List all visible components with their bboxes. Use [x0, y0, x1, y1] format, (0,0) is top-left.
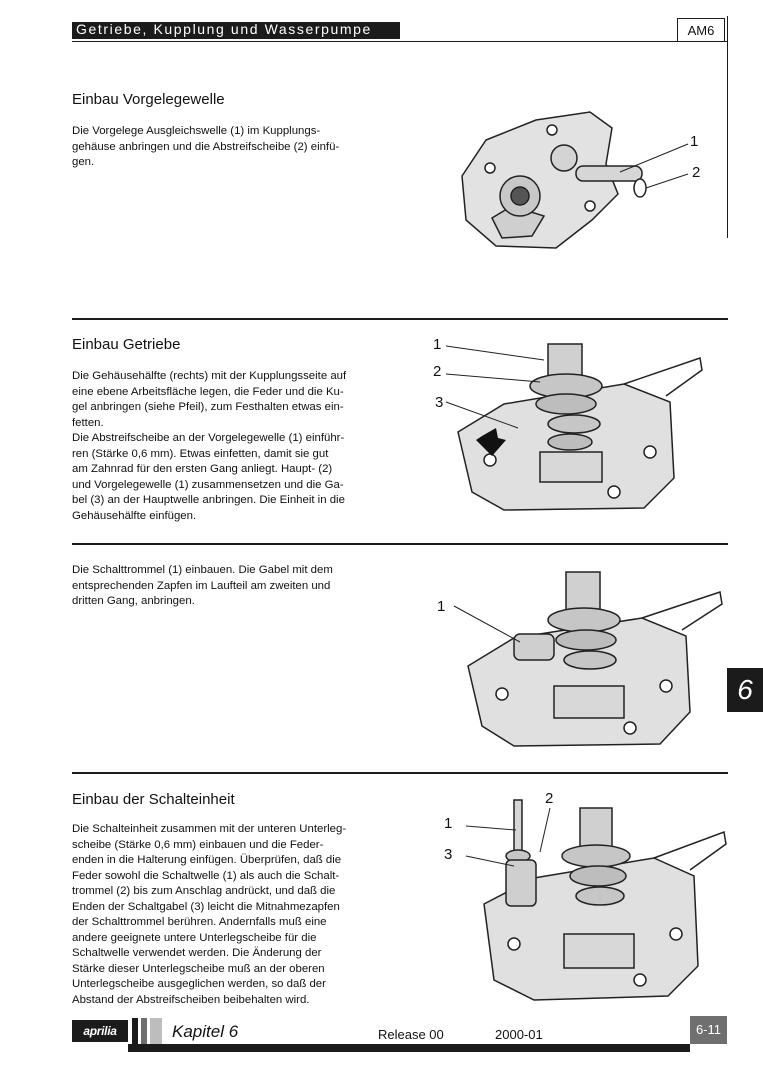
section-divider	[72, 318, 728, 320]
figure-shift-unit-installation	[465, 799, 727, 1001]
callout-3: 3	[444, 846, 453, 863]
model-code-box: AM6	[677, 18, 725, 42]
callout-1: 1	[444, 815, 453, 832]
footer-release: Release 00	[378, 1027, 444, 1042]
page-number: 6-11	[690, 1016, 727, 1044]
section-heading-schalteinheit: Einbau der Schalteinheit	[72, 791, 235, 808]
section-heading-getriebe: Einbau Getriebe	[72, 336, 181, 353]
section-divider	[72, 543, 728, 545]
section-heading-vorgelegewelle: Einbau Vorgelegewelle	[72, 91, 225, 108]
section-text-schalteinheit: Die Schalteinheit zusammen mit der unter…	[72, 823, 347, 1006]
callout-1: 1	[690, 133, 699, 150]
callout-2: 2	[433, 363, 442, 380]
section-text-schalttrommel: Die Schalttrommel (1) einbauen. Die Gabe…	[72, 564, 333, 607]
footer-bar	[141, 1018, 147, 1044]
figure-countershaft-installation	[461, 111, 689, 249]
section-divider	[72, 772, 728, 774]
figure-gearbox-installation	[445, 343, 703, 511]
footer-bar	[150, 1018, 162, 1044]
callout-2: 2	[692, 164, 701, 181]
header-vertical-rule	[727, 16, 728, 238]
callout-2: 2	[545, 790, 554, 807]
footer-date: 2000-01	[495, 1027, 543, 1042]
chapter-tab: 6	[727, 668, 763, 712]
section-text-getriebe: Die Gehäusehälfte (rechts) mit der Kuppl…	[72, 370, 347, 522]
callout-1: 1	[433, 336, 442, 353]
footer-bar	[132, 1018, 138, 1044]
header-rule	[72, 41, 728, 42]
aprilia-logo: aprilia	[72, 1020, 128, 1042]
section-text-vorgelegewelle: Die Vorgelege Ausgleichswelle (1) im Kup…	[72, 125, 340, 168]
callout-1: 1	[437, 598, 446, 615]
header-title: Getriebe, Kupplung und Wasserpumpe	[76, 21, 372, 37]
header-band	[72, 22, 400, 39]
callout-3: 3	[435, 394, 444, 411]
footer-chapter: Kapitel 6	[172, 1022, 239, 1041]
footer-rule	[128, 1044, 690, 1052]
figure-shift-drum-installation	[453, 571, 723, 747]
